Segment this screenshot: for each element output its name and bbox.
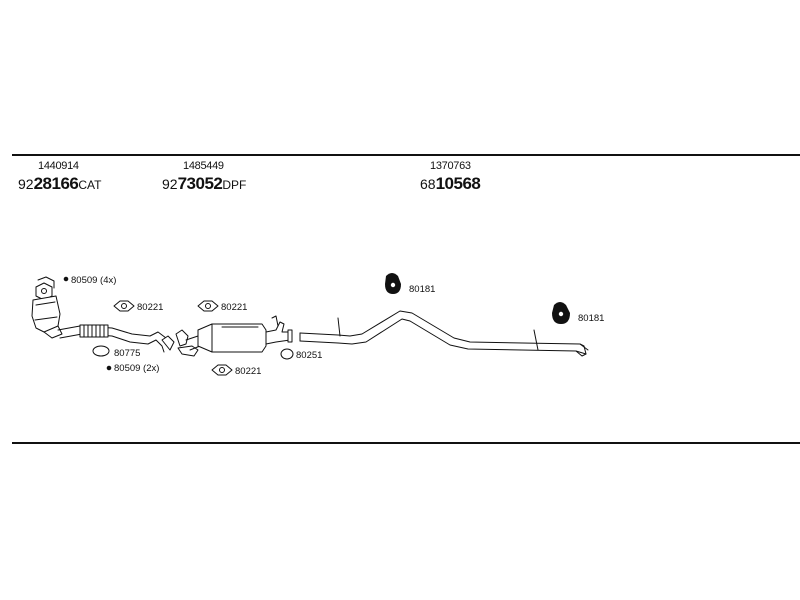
catalytic-converter-drawing xyxy=(31,276,175,353)
clamp-dot-icon xyxy=(63,276,69,282)
callout-gasket-dpf-bottom: 80221 xyxy=(235,366,261,377)
order-code-prefix: 92 xyxy=(18,176,34,192)
sealing-ring-icon xyxy=(92,345,110,357)
part-number-dpf: 1485449 xyxy=(183,160,224,172)
rear-pipe-drawing xyxy=(299,310,589,357)
order-code-prefix: 68 xyxy=(420,176,436,192)
order-code-main: 28166 xyxy=(33,174,79,193)
callout-gasket-cat: 80221 xyxy=(137,302,163,313)
clamp-dot-icon xyxy=(106,365,112,371)
callout-clamp-4x: 80509 (4x) xyxy=(71,275,116,286)
rubber-hanger-icon xyxy=(552,302,570,324)
part-number-catalyst: 1440914 xyxy=(38,160,79,172)
order-code-main: 73052 xyxy=(177,174,223,193)
order-code-catalyst: 9228166CAT xyxy=(18,174,101,194)
order-code-suffix: DPF xyxy=(222,178,247,192)
gasket-icon xyxy=(197,300,219,312)
callout-hanger-mid: 80181 xyxy=(409,284,435,295)
callout-gasket-dpf: 80221 xyxy=(221,302,247,313)
sealing-ring-icon xyxy=(280,348,294,360)
part-number-rear-pipe: 1370763 xyxy=(430,160,471,172)
gasket-icon xyxy=(113,300,135,312)
order-code-suffix: CAT xyxy=(78,178,102,192)
gasket-icon xyxy=(211,364,233,376)
order-code-main: 10568 xyxy=(435,174,481,193)
callout-ring-80251: 80251 xyxy=(296,350,322,361)
order-code-rear-pipe: 6810568 xyxy=(420,174,481,194)
top-divider-line xyxy=(12,154,800,156)
order-code-dpf: 9273052DPF xyxy=(162,174,246,194)
dpf-silencer-drawing xyxy=(175,315,293,357)
order-code-prefix: 92 xyxy=(162,176,178,192)
bottom-divider-line xyxy=(12,442,800,444)
rubber-hanger-icon xyxy=(385,273,401,294)
callout-clamp-2x: 80509 (2x) xyxy=(114,363,159,374)
callout-ring-80775: 80775 xyxy=(114,348,140,359)
callout-hanger-rear: 80181 xyxy=(578,313,604,324)
